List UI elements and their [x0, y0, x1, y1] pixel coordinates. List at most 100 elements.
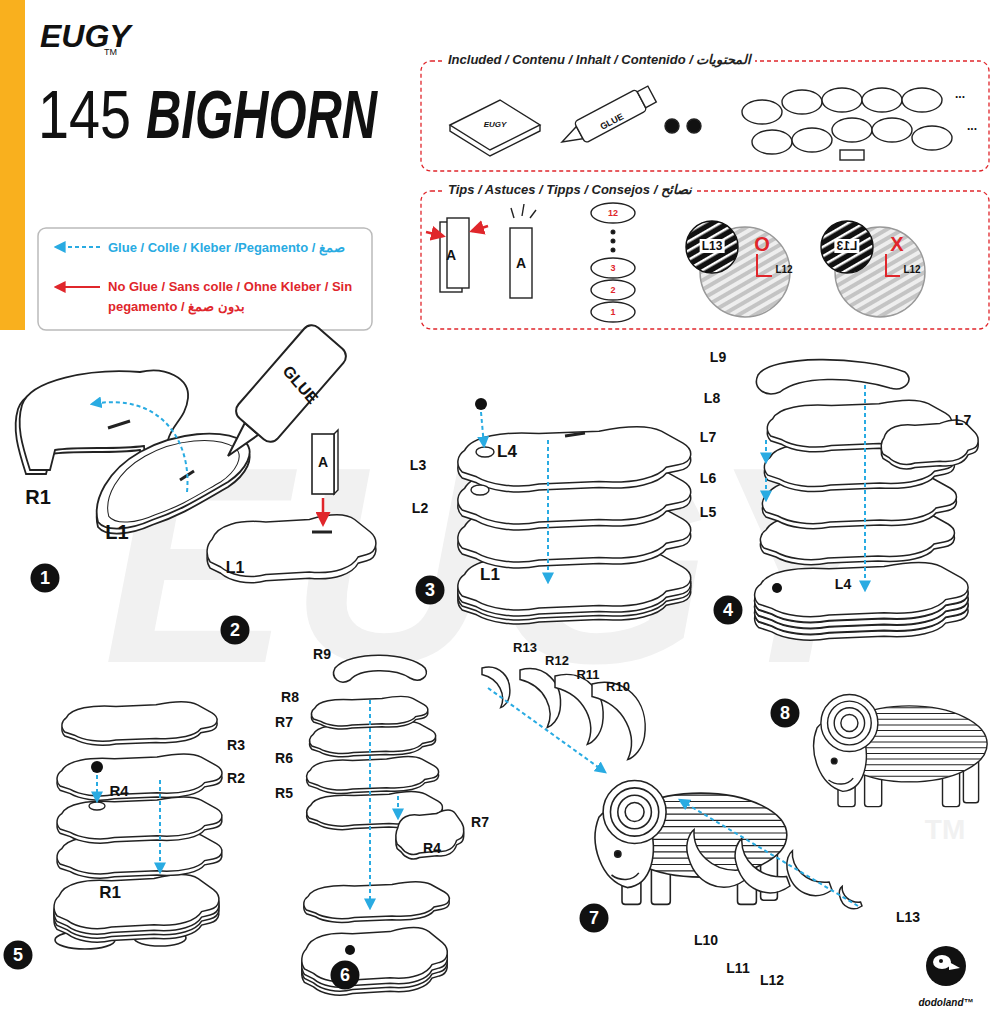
part-label: L1 — [226, 560, 245, 576]
order-number: 1 — [610, 308, 615, 317]
tips-illustration — [591, 203, 635, 223]
wrong-mark: X — [890, 234, 903, 254]
product-number: 145 — [38, 80, 131, 148]
piece-letter: A — [318, 455, 328, 469]
part-label: R6 — [275, 751, 293, 765]
part-label: R7 — [471, 815, 489, 829]
step-5-illustration — [159, 780, 161, 872]
part-label: R4 — [423, 841, 441, 855]
kit-contents — [556, 84, 657, 153]
tips-illustration — [757, 254, 772, 276]
step-5-illustration — [57, 797, 222, 843]
panel-heading: Included / Contenu / Inhalt / Contenido … — [444, 52, 755, 68]
part-label: L9 — [710, 350, 726, 364]
tips-illustration — [821, 221, 873, 273]
tips-illustration — [530, 210, 536, 218]
part-label: L4 — [835, 577, 851, 591]
brand-logo: EUGY — [40, 20, 131, 52]
step-number: 2 — [220, 615, 250, 645]
step-5-illustration — [54, 874, 219, 934]
step-8-illustration — [814, 695, 990, 807]
step-6-illustration — [307, 757, 439, 794]
kit-contents — [450, 84, 952, 160]
step-circle — [331, 961, 360, 990]
step-7-illustration — [680, 800, 858, 906]
part-label: R7 — [275, 715, 293, 729]
step-6-illustration — [396, 810, 464, 859]
kit-contents — [832, 118, 872, 142]
tips-illustration — [591, 280, 635, 300]
step-circle — [31, 564, 60, 593]
step-circle — [580, 904, 609, 933]
part-label: L7 — [955, 413, 971, 427]
legend-frame — [38, 228, 372, 330]
part-label: R1 — [99, 884, 121, 901]
legend-text: No Glue / Sans colle / Ohne Kleber / Sin… — [108, 277, 358, 317]
part-label: L10 — [694, 933, 718, 947]
part-label: L6 — [700, 471, 716, 485]
part-label: R9 — [313, 647, 331, 661]
step-4-illustration — [765, 478, 767, 500]
part-label: L1 — [105, 522, 128, 542]
step-5-illustration — [89, 802, 105, 810]
no-glue-arrow-sample — [56, 286, 100, 288]
step-5-illustration — [57, 754, 222, 800]
step-5-illustration — [91, 761, 103, 773]
kit-contents — [872, 118, 912, 142]
step-6-illustration — [304, 882, 450, 923]
kit-contents — [822, 88, 862, 112]
step-2-illustration — [322, 498, 325, 524]
step-5-illustration — [62, 702, 217, 746]
step-4-illustration — [881, 420, 978, 469]
order-number: 3 — [610, 264, 615, 273]
step-6-illustration — [304, 882, 450, 923]
step-7-illustration — [595, 781, 790, 905]
tips-illustration — [886, 254, 900, 276]
step-number-text: 7 — [579, 903, 609, 933]
trademark: TM — [104, 48, 117, 57]
panel-frame — [421, 191, 989, 329]
part-label: L11 — [726, 961, 749, 975]
kit-contents — [665, 119, 679, 133]
step-6-illustration — [307, 757, 439, 794]
step-number: 4 — [713, 595, 743, 625]
step-3-illustration — [547, 440, 549, 582]
step-4-illustration — [757, 360, 910, 394]
step-2-illustration — [312, 434, 334, 494]
part-label: L5 — [700, 505, 716, 519]
step-number-text: 5 — [3, 940, 33, 970]
part-label: L7 — [700, 430, 716, 444]
part-label: L12 — [903, 265, 920, 275]
step-circle — [416, 576, 445, 605]
watermark: TM — [925, 816, 965, 844]
correct-mark: O — [754, 234, 770, 254]
kit-contents — [752, 130, 792, 154]
manual-logo: EUGY — [484, 121, 507, 129]
step-number-text: 2 — [220, 615, 250, 645]
step-number: 6 — [330, 960, 360, 990]
order-number: 12 — [608, 209, 618, 218]
more-mark: ... — [955, 88, 965, 100]
step-5-illustration — [54, 874, 219, 934]
step-5-illustration — [57, 797, 222, 843]
tips-illustration — [686, 221, 738, 273]
part-label: L4 — [497, 443, 517, 460]
kit-contents — [687, 119, 701, 133]
step-3-illustration — [475, 398, 487, 410]
kit-contents — [742, 100, 782, 124]
step-7-illustration — [781, 843, 832, 904]
part-label: R11 — [576, 668, 599, 681]
order-number: 2 — [610, 286, 615, 295]
step-number-text: 4 — [713, 595, 743, 625]
step-number: 1 — [30, 563, 60, 593]
step-number: 5 — [3, 940, 33, 970]
publisher-logo — [926, 946, 966, 986]
panel-frame — [420, 190, 990, 330]
glue-arrow-sample — [56, 246, 100, 248]
part-label: R12 — [545, 654, 569, 667]
tips-illustration — [511, 208, 514, 218]
step-4-illustration — [772, 583, 782, 593]
step-number: 3 — [415, 575, 445, 605]
